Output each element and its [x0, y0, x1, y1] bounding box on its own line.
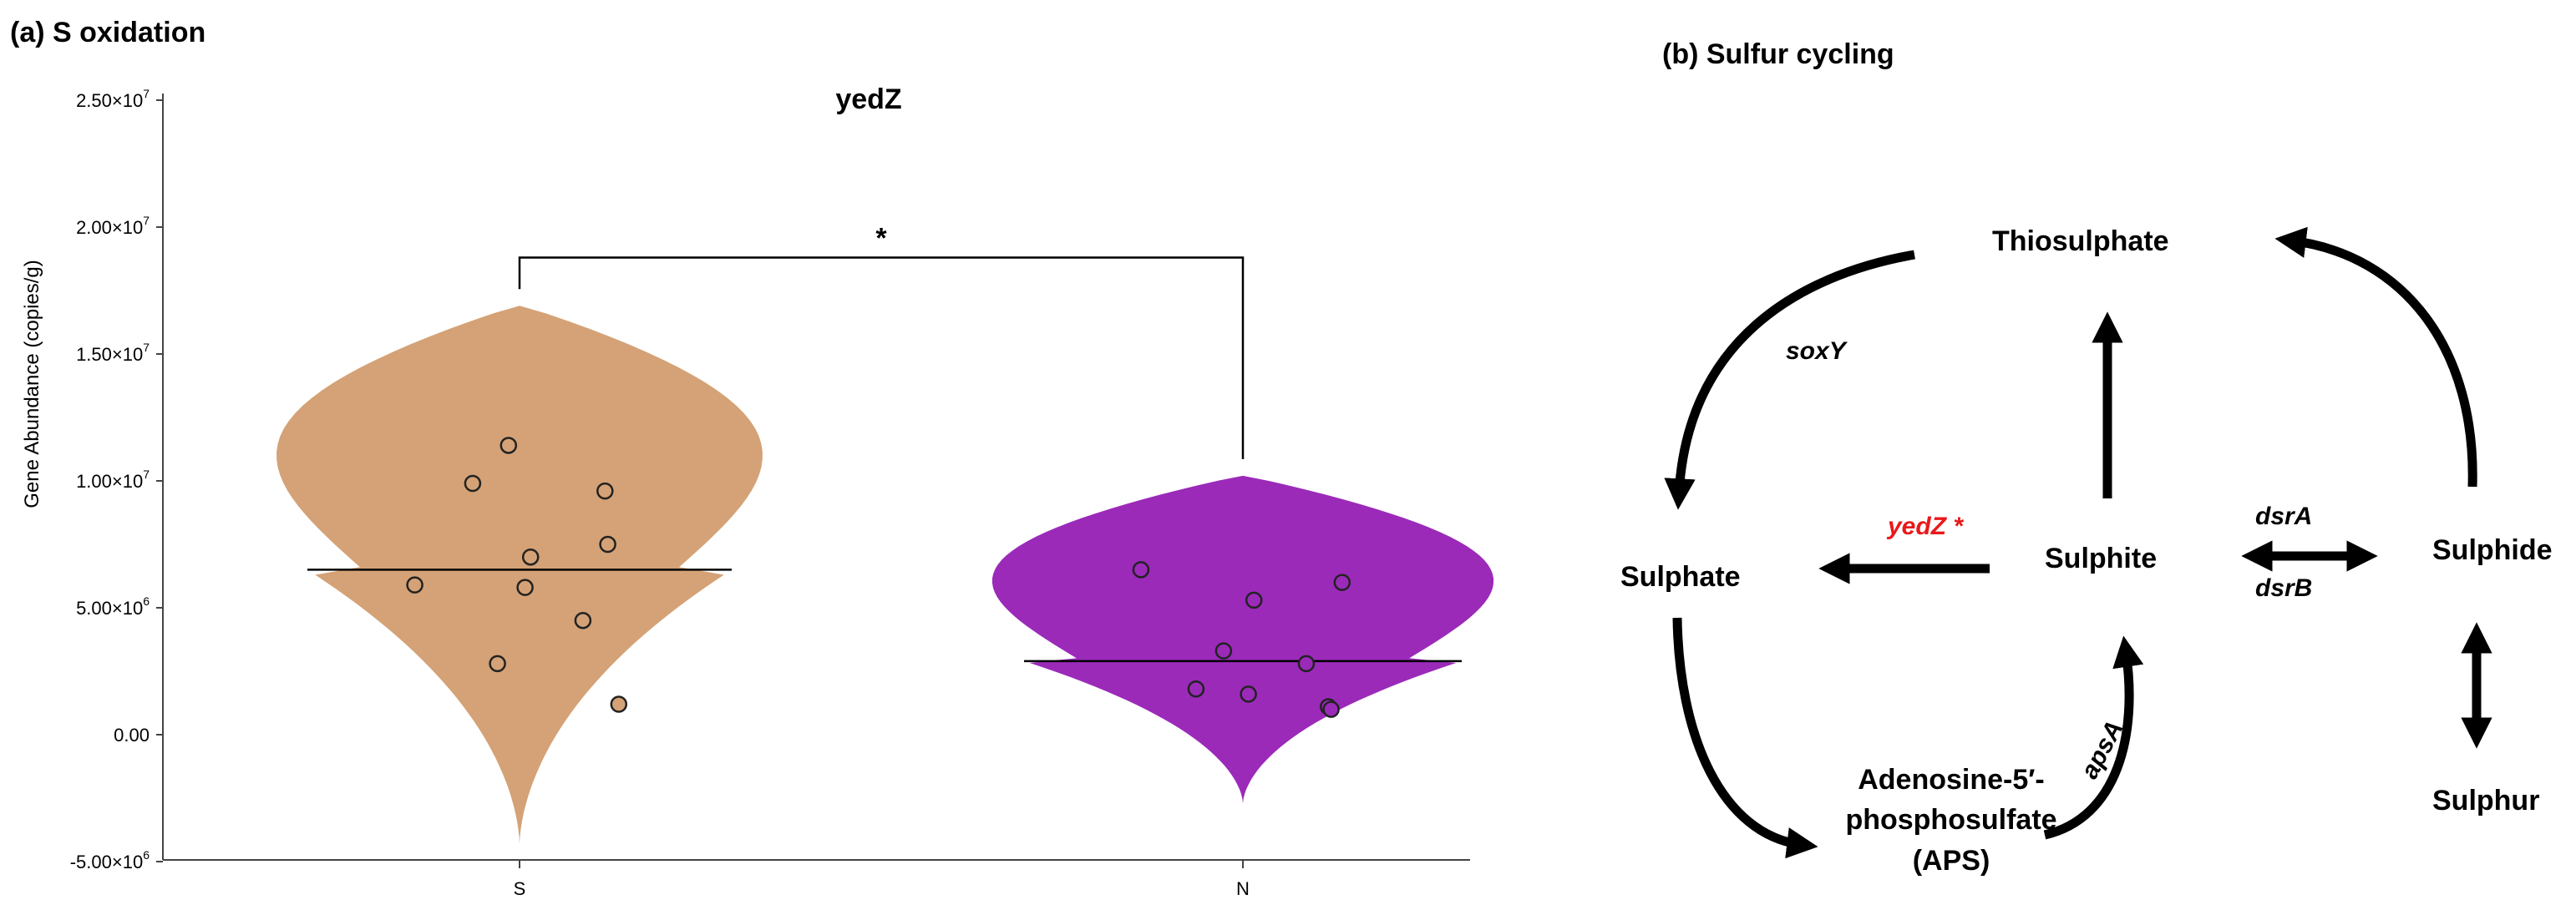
violin-N [991, 475, 1494, 804]
significance-bracket-line [518, 256, 1245, 459]
data-point-N [1245, 591, 1263, 609]
data-point-S [464, 474, 482, 493]
data-point-S [516, 579, 534, 596]
data-point-S [599, 535, 616, 554]
data-point-N [1132, 561, 1150, 579]
y-tick-group: 2.50×107 2.00×107 1.50×107 1.00×107 5.00×106… [70, 87, 163, 872]
arrow-thiosulphate-to-sulphate [1664, 250, 1915, 510]
data-point-S [499, 437, 518, 454]
x-tick-label-N: N [1236, 878, 1250, 899]
significance-bracket: * [518, 222, 1245, 459]
gene-label-dsrA: dsrA [2255, 503, 2312, 530]
panel-b-title: (b) Sulfur cycling [1662, 38, 1894, 70]
node-thiosulphate: Thiosulphate [1992, 225, 2169, 257]
data-point-S [521, 548, 540, 566]
chart-title: yedZ [835, 83, 901, 115]
y-tick-label: 1.00×107 [76, 468, 150, 492]
data-point-S [406, 576, 423, 594]
data-point-S [610, 695, 628, 713]
y-tick-label: -5.00×106 [70, 848, 150, 872]
node-aps-line1: Adenosine-5′- [1858, 764, 2045, 796]
data-point-N [1322, 700, 1340, 718]
data-point-N [1214, 642, 1233, 660]
gene-label-yedZ: yedZ * [1886, 513, 1964, 540]
y-tick-label: 2.00×107 [76, 214, 150, 238]
node-sulphate: Sulphate [1620, 561, 1741, 593]
data-point-S [489, 655, 506, 673]
arrow-aps-to-sulphite [2043, 635, 2144, 840]
x-tick-label-S: S [514, 878, 526, 899]
y-tick-label: 2.50×107 [76, 87, 150, 111]
y-tick-label: 0.00 [114, 725, 150, 746]
data-point-N [1297, 655, 1316, 673]
y-tick-label: 1.50×107 [76, 341, 150, 365]
gene-label-dsrB: dsrB [2255, 574, 2312, 602]
gene-label-soxY: soxY [1786, 337, 1848, 365]
node-aps-line3: (APS) [1913, 845, 1990, 877]
violin-S [276, 306, 763, 844]
data-point-N [1240, 685, 1257, 703]
data-point-S [596, 482, 614, 500]
data-point-N [1187, 680, 1205, 698]
arrow-sulphide-to-thiosulphate [2274, 226, 2477, 488]
panel-a-title: (a) S oxidation [10, 17, 205, 48]
y-axis-label: Gene Abundance (copies/g) [21, 260, 43, 508]
node-sulphide: Sulphide [2432, 534, 2553, 566]
node-aps-line2: phosphosulfate [1845, 804, 2056, 836]
node-sulphite: Sulphite [2045, 543, 2157, 574]
y-tick-label: 5.00×106 [76, 594, 150, 619]
violin-layer [276, 306, 1494, 844]
node-sulphur: Sulphur [2432, 785, 2539, 817]
data-point-N [1333, 574, 1351, 591]
arrow-sulphate-to-aps [1672, 617, 1818, 859]
data-point-S [574, 611, 592, 629]
significance-star: * [875, 222, 887, 254]
